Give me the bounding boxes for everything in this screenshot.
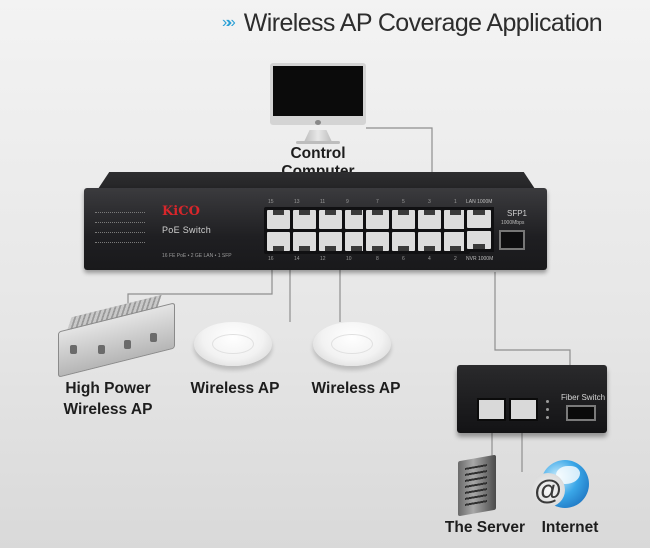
port-number: 3 bbox=[428, 199, 431, 205]
port-number: 13 bbox=[294, 199, 300, 205]
fiber-switch-rj45-port bbox=[509, 398, 538, 421]
sfp-label: SFP1 bbox=[507, 209, 528, 218]
rj45-port bbox=[366, 232, 389, 251]
uplink-port-lan bbox=[467, 210, 491, 228]
port-number: 16 bbox=[268, 256, 274, 262]
port-number: 11 bbox=[320, 199, 326, 205]
rj45-port bbox=[444, 210, 467, 229]
rj45-port bbox=[392, 232, 415, 251]
switch-spec-label: 16 FE PoE • 2 GE LAN • 1 SFP bbox=[162, 253, 232, 259]
rj45-port bbox=[267, 232, 290, 251]
port-number: 4 bbox=[428, 256, 431, 262]
rj45-port bbox=[319, 210, 342, 229]
uplink-port-block bbox=[464, 207, 494, 252]
sfp-port bbox=[499, 230, 525, 250]
ap-ring bbox=[331, 334, 373, 354]
monitor-stand bbox=[304, 130, 332, 142]
rj45-port bbox=[267, 210, 290, 229]
access-point-icon bbox=[194, 322, 272, 366]
fiber-switch-led bbox=[546, 408, 549, 411]
port-number: 10 bbox=[346, 256, 352, 262]
rj45-port bbox=[444, 232, 467, 251]
port-number: 14 bbox=[294, 256, 300, 262]
rj45-port bbox=[345, 210, 368, 229]
port-number: 9 bbox=[346, 199, 349, 205]
high-power-ap-label: High Power Wireless AP bbox=[48, 380, 168, 419]
ap1-label: Wireless AP bbox=[190, 380, 280, 397]
bottom-port-numbers: 16 14 12 10 8 6 4 2 bbox=[268, 256, 460, 262]
port-number: 15 bbox=[268, 199, 274, 205]
uplink-port-nvr bbox=[467, 231, 491, 249]
antenna-connector bbox=[70, 345, 77, 354]
antenna-connector bbox=[150, 333, 157, 342]
port-number: 12 bbox=[320, 256, 326, 262]
antenna-connector bbox=[124, 340, 131, 349]
port-number: 6 bbox=[402, 256, 405, 262]
fiber-switch-rj45-port bbox=[477, 398, 506, 421]
ap2-label: Wireless AP bbox=[311, 380, 401, 397]
server-vents bbox=[465, 464, 487, 508]
internet-label: Internet bbox=[541, 519, 599, 536]
high-power-ap-label-line1: High Power bbox=[65, 380, 151, 397]
rj45-port bbox=[392, 210, 415, 229]
high-power-ap-label-line2: Wireless AP bbox=[63, 401, 153, 418]
title-text: Wireless AP Coverage Application bbox=[243, 8, 603, 37]
port-number: 8 bbox=[376, 256, 379, 262]
antenna-connector bbox=[98, 345, 105, 354]
page-title: »» Wireless AP Coverage Application bbox=[222, 8, 603, 38]
switch-model-label: PoE Switch bbox=[162, 225, 212, 235]
monitor-base bbox=[296, 141, 340, 144]
rj45-port-block-left bbox=[264, 207, 371, 254]
rj45-port bbox=[418, 232, 441, 251]
switch-top-panel bbox=[96, 172, 537, 192]
top-port-numbers: 15 13 11 9 7 5 3 1 bbox=[268, 199, 460, 205]
port-number: 7 bbox=[376, 199, 379, 205]
port-number: 1 bbox=[454, 199, 457, 205]
sfp-speed-label: 1000Mbps bbox=[501, 220, 525, 226]
port-number: 2 bbox=[454, 256, 457, 262]
rj45-port bbox=[418, 210, 441, 229]
rj45-port bbox=[293, 232, 316, 251]
rj45-port bbox=[345, 232, 368, 251]
fiber-switch-led bbox=[546, 416, 549, 419]
access-point-icon bbox=[313, 322, 391, 366]
at-sign-icon: @ bbox=[531, 473, 565, 507]
fiber-switch-label: Fiber Switch bbox=[561, 393, 606, 402]
rj45-port bbox=[293, 210, 316, 229]
port-number: 5 bbox=[402, 199, 405, 205]
uplink-lan-label: LAN 1000M bbox=[466, 199, 493, 205]
ap-ring bbox=[212, 334, 254, 354]
fiber-switch-sfp-port bbox=[566, 405, 596, 421]
apple-logo-icon bbox=[315, 120, 321, 125]
rj45-port-block-right bbox=[363, 207, 470, 254]
led-panel bbox=[95, 212, 145, 248]
fiber-switch-led bbox=[546, 400, 549, 403]
uplink-nvr-label: NVR 1000M bbox=[466, 256, 494, 262]
server-label: The Server bbox=[444, 519, 526, 536]
rj45-port bbox=[366, 210, 389, 229]
switch-brand-logo: KiCO bbox=[162, 204, 200, 219]
monitor-icon bbox=[270, 63, 366, 125]
rj45-port bbox=[319, 232, 342, 251]
